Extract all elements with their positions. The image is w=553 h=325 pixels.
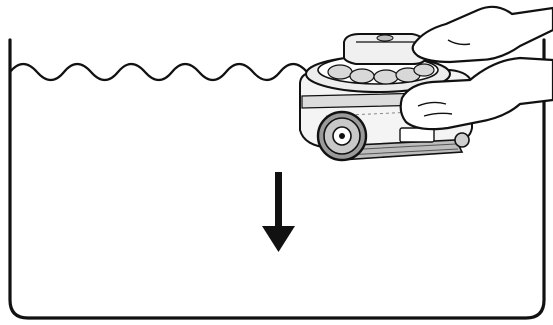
lower-hand [399, 56, 553, 131]
upper-hand [411, 5, 553, 64]
pool-container [8, 38, 546, 320]
robot-wheel [316, 110, 368, 162]
water-surface [9, 62, 308, 82]
down-arrow-icon [262, 172, 295, 252]
robot-rear-wheel [454, 132, 470, 148]
robot-cleaner [299, 33, 473, 162]
